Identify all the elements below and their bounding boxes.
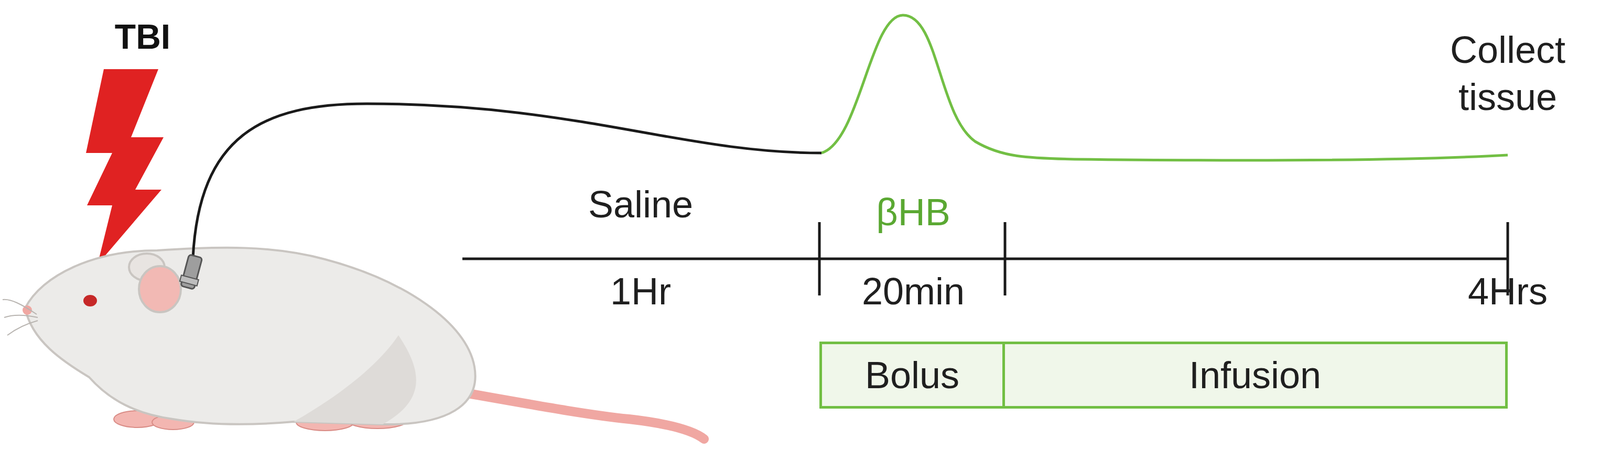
cable <box>192 103 822 258</box>
head-connector <box>178 254 205 291</box>
mouse-body <box>25 247 476 425</box>
phase-text: Infusion <box>1188 353 1322 397</box>
phase-box: Bolus <box>819 341 1005 409</box>
duration-label: 4Hrs <box>1467 267 1548 316</box>
phase-text: Bolus <box>865 353 960 397</box>
duration-label: 20min <box>861 267 965 316</box>
phase-label: Saline <box>588 180 694 229</box>
lightning-bolt <box>85 69 164 265</box>
phase-label: βHB <box>876 188 950 236</box>
phase-box: Infusion <box>1002 341 1508 409</box>
mouse-whiskers <box>2 299 38 336</box>
bhb-trace <box>821 15 1508 161</box>
endpoint-label: Collect tissue <box>1421 26 1595 121</box>
mouse-ear <box>138 266 181 313</box>
mouse-eye <box>83 295 97 307</box>
duration-label: 1Hr <box>610 267 672 316</box>
mouse-shading <box>293 335 417 425</box>
injury-label: TBI <box>114 15 171 59</box>
